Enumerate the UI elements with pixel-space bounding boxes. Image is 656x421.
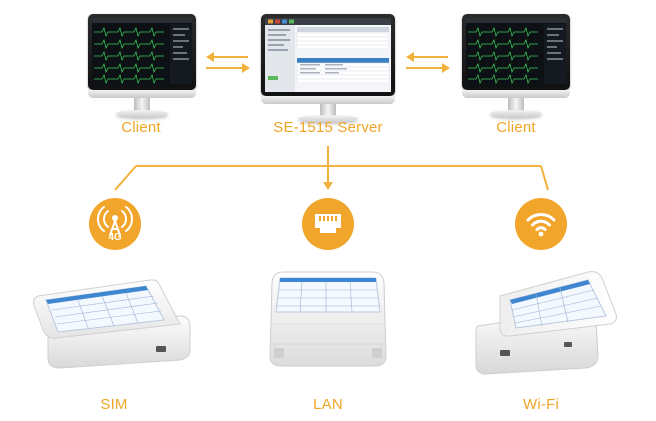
client-monitor-left[interactable] bbox=[88, 14, 196, 118]
drop-line-sim bbox=[114, 165, 137, 191]
client-label-right: Client bbox=[496, 119, 536, 136]
device-label-sim: SIM bbox=[100, 396, 128, 413]
server-software-screen bbox=[265, 18, 391, 92]
wifi-icon bbox=[515, 198, 567, 250]
ecg-device-wifi[interactable] bbox=[470, 270, 620, 378]
antenna-4g-icon: 4G bbox=[89, 198, 141, 250]
ecg-device-lan[interactable] bbox=[262, 264, 394, 374]
badge-4g-text: 4G bbox=[108, 232, 122, 243]
server-monitor[interactable] bbox=[261, 14, 395, 122]
drop-line-wifi bbox=[540, 165, 549, 191]
client-label-left: Client bbox=[121, 119, 161, 136]
ecg-device-sim[interactable] bbox=[30, 276, 198, 370]
client-monitor-right[interactable] bbox=[462, 14, 570, 118]
ecg-review-screen bbox=[466, 18, 566, 86]
ecg-review-screen bbox=[92, 18, 192, 86]
device-label-lan: LAN bbox=[313, 396, 343, 413]
device-label-wifi: Wi-Fi bbox=[523, 396, 559, 413]
ethernet-port-icon bbox=[302, 198, 354, 250]
server-label: SE-1515 Server bbox=[273, 119, 383, 136]
